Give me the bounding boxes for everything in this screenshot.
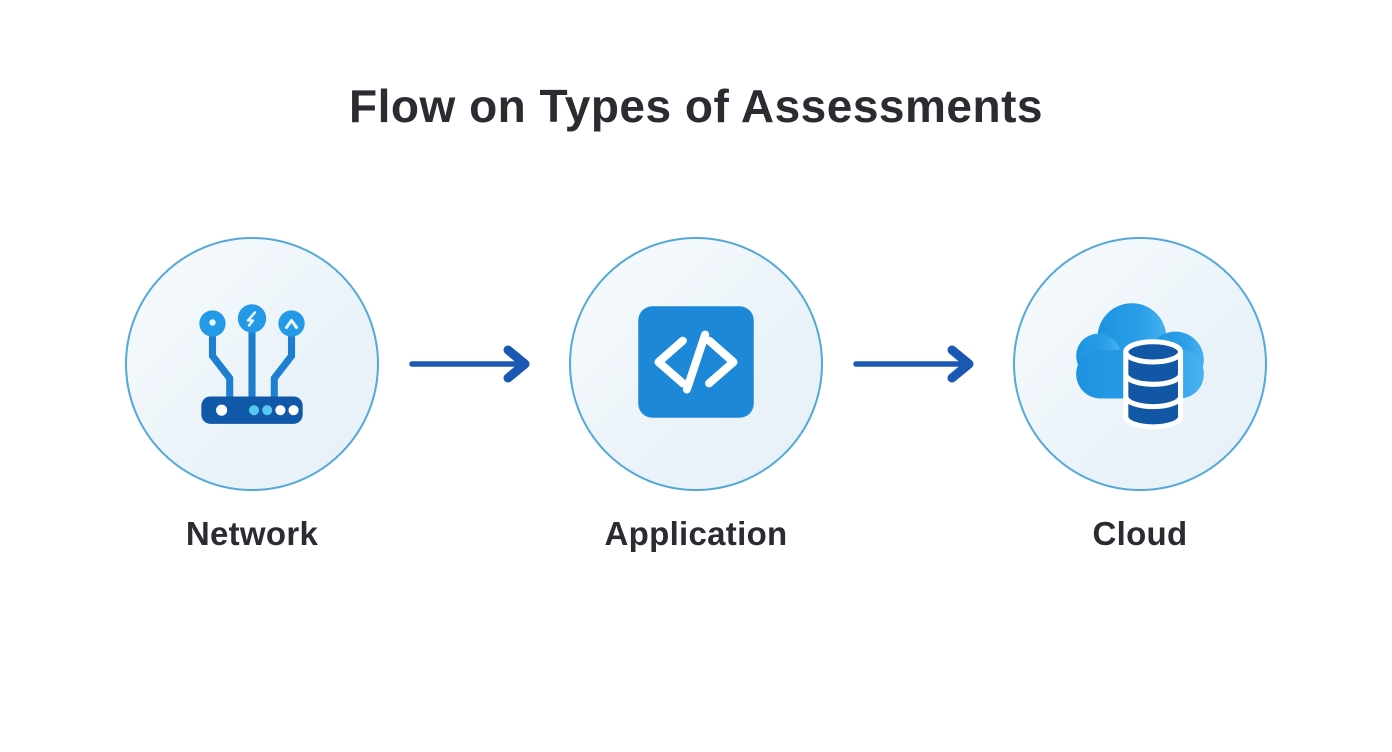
network-node-circle [125, 236, 379, 491]
network-router-icon [176, 285, 328, 442]
application-node-circle [569, 236, 823, 491]
cloud-node-circle [1013, 236, 1267, 491]
connector-2 [853, 344, 983, 389]
flow-node-application: Application [569, 236, 823, 553]
flow-row: Network [0, 236, 1392, 553]
application-code-icon [620, 285, 772, 442]
right-arrow-icon [853, 344, 983, 389]
network-label: Network [185, 514, 319, 552]
application-label: Application [604, 514, 788, 552]
cloud-label: Cloud [1092, 514, 1188, 552]
flow-node-cloud: Cloud [1013, 236, 1267, 553]
cloud-database-icon [1064, 285, 1216, 442]
connector-1 [409, 344, 539, 389]
flow-node-network: Network [125, 236, 379, 553]
right-arrow-icon [409, 344, 539, 389]
diagram-title: Flow on Types of Assessments [349, 80, 1043, 132]
